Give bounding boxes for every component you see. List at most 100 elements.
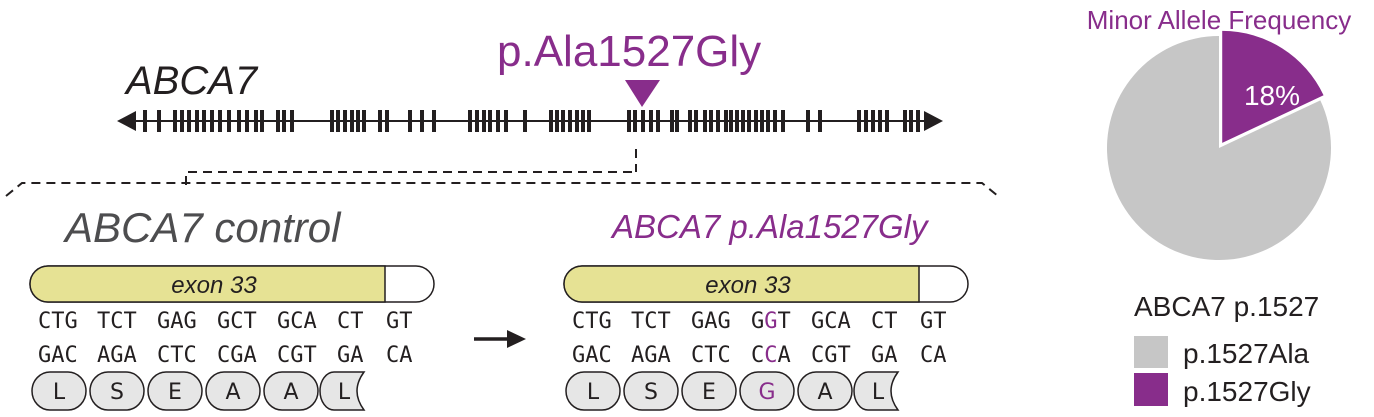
- codon: GCT: [217, 309, 257, 334]
- exon-bar: [496, 110, 500, 132]
- pie-slice-minor: [1222, 30, 1324, 143]
- codon: GAC: [572, 343, 612, 368]
- variant-marker-arrowhead: [625, 80, 660, 107]
- exon-bar: [729, 110, 733, 132]
- pie-slice-major: [1107, 36, 1331, 260]
- exon-bar: [581, 110, 585, 132]
- exon-bar: [488, 110, 492, 132]
- exon-bar: [857, 110, 861, 132]
- amino-acid-bead: [853, 371, 900, 411]
- exon-bar: [195, 110, 199, 132]
- exon-bar: [254, 110, 258, 132]
- amino-acid-bead: [89, 371, 145, 411]
- transition-arrow-head: [507, 330, 526, 348]
- gene-left-arrowhead: [117, 111, 136, 131]
- exon-bar: [781, 110, 785, 132]
- codon: CT: [337, 309, 364, 334]
- exon-bar: [916, 110, 920, 132]
- exon-bar: [432, 110, 436, 132]
- variant-sequence: CTG TCT GAG GGT GCA CT GT GAC AGA CTC CC…: [572, 309, 947, 368]
- exon-bar: [575, 110, 579, 132]
- amino-acid-bead: [263, 371, 319, 411]
- exon-bar: [276, 110, 280, 132]
- variant-exon-label: exon 33: [705, 272, 791, 299]
- codon: GAG: [157, 309, 197, 334]
- exon-bar: [754, 110, 758, 132]
- exon-bar: [227, 110, 231, 132]
- variant-panel-title: ABCA7 p.Ala1527Gly: [610, 208, 930, 245]
- mutated-base: C: [764, 343, 777, 368]
- exon-bar: [818, 110, 822, 132]
- exon-bar: [864, 110, 868, 132]
- zoom-connector: [5, 149, 999, 197]
- legend-swatch-ala: [1134, 336, 1168, 368]
- amino-acid-label: L: [587, 380, 600, 405]
- zoom-dashed-outline: [5, 182, 999, 197]
- exon-bar: [806, 110, 810, 132]
- gene-structure: [117, 110, 943, 132]
- exon-bar: [210, 110, 214, 132]
- codon: GAC: [38, 343, 78, 368]
- exon-bar: [688, 110, 692, 132]
- amino-acid-bead: [623, 371, 679, 411]
- codon: CA: [920, 343, 947, 368]
- codon: CTC: [691, 343, 731, 368]
- exon-bar: [587, 110, 591, 132]
- control-panel-title: ABCA7 control: [62, 204, 342, 251]
- amino-acid-label: A: [817, 380, 832, 405]
- exon-bar: [656, 110, 660, 132]
- zoom-bracket: [185, 171, 636, 185]
- exon-bar: [747, 110, 751, 132]
- exon-bar: [735, 110, 739, 132]
- amino-acid-bead: [797, 371, 853, 411]
- amino-acid-bead: [565, 371, 621, 411]
- exon-bar: [716, 110, 720, 132]
- pie-minor-label: 18%: [1244, 80, 1300, 111]
- legend-swatch-gly: [1134, 373, 1168, 406]
- exon-bar: [885, 110, 889, 132]
- exon-bar: [709, 110, 713, 132]
- exon-bar: [157, 110, 161, 132]
- exon-bar: [903, 110, 907, 132]
- amino-acid-bead: [31, 371, 87, 411]
- amino-acid-bead: [319, 371, 366, 411]
- exon-bar: [670, 110, 674, 132]
- codon: CTG: [572, 309, 612, 334]
- exon-bar: [336, 110, 340, 132]
- exon-bar: [760, 110, 764, 132]
- exon-bar: [555, 110, 559, 132]
- exon-bar: [202, 110, 206, 132]
- codon: GAG: [691, 309, 731, 334]
- codon: CGA: [217, 343, 257, 368]
- codon: CGT: [811, 343, 851, 368]
- codon: AGA: [631, 343, 671, 368]
- exon-bar: [356, 110, 360, 132]
- exon-bar: [909, 110, 913, 132]
- amino-acid-label: L: [338, 380, 351, 405]
- exon-bar: [766, 110, 770, 132]
- control-exon-box: exon 33: [29, 265, 435, 303]
- exon-bar: [282, 110, 286, 132]
- exon-bar: [675, 110, 679, 132]
- legend-label-gly: p.1527Gly: [1183, 376, 1311, 407]
- codon: GCA: [277, 309, 317, 334]
- pie-title: Minor Allele Frequency: [1087, 5, 1351, 35]
- exon-bar: [218, 110, 222, 132]
- exon-bar: [878, 110, 882, 132]
- codon: CTG: [38, 309, 78, 334]
- exon-bar: [350, 110, 354, 132]
- allele-frequency-pie: [1107, 30, 1331, 260]
- variant-exon-box: exon 33: [563, 265, 969, 303]
- variant-exon-fill: [563, 265, 920, 303]
- amino-acid-label: S: [644, 380, 658, 405]
- exon-bar: [173, 110, 177, 132]
- exon-bar: [724, 110, 728, 132]
- legend: ABCA7 p.1527 p.1527Ala p.1527Gly: [1134, 291, 1319, 407]
- amino-acid-label: A: [283, 380, 298, 405]
- codon: GGT: [751, 309, 791, 334]
- exon-bar: [180, 110, 184, 132]
- codon: GT: [386, 309, 413, 334]
- legend-label-ala: p.1527Ala: [1183, 338, 1310, 369]
- exon-bar: [260, 110, 264, 132]
- codon: GT: [920, 309, 947, 334]
